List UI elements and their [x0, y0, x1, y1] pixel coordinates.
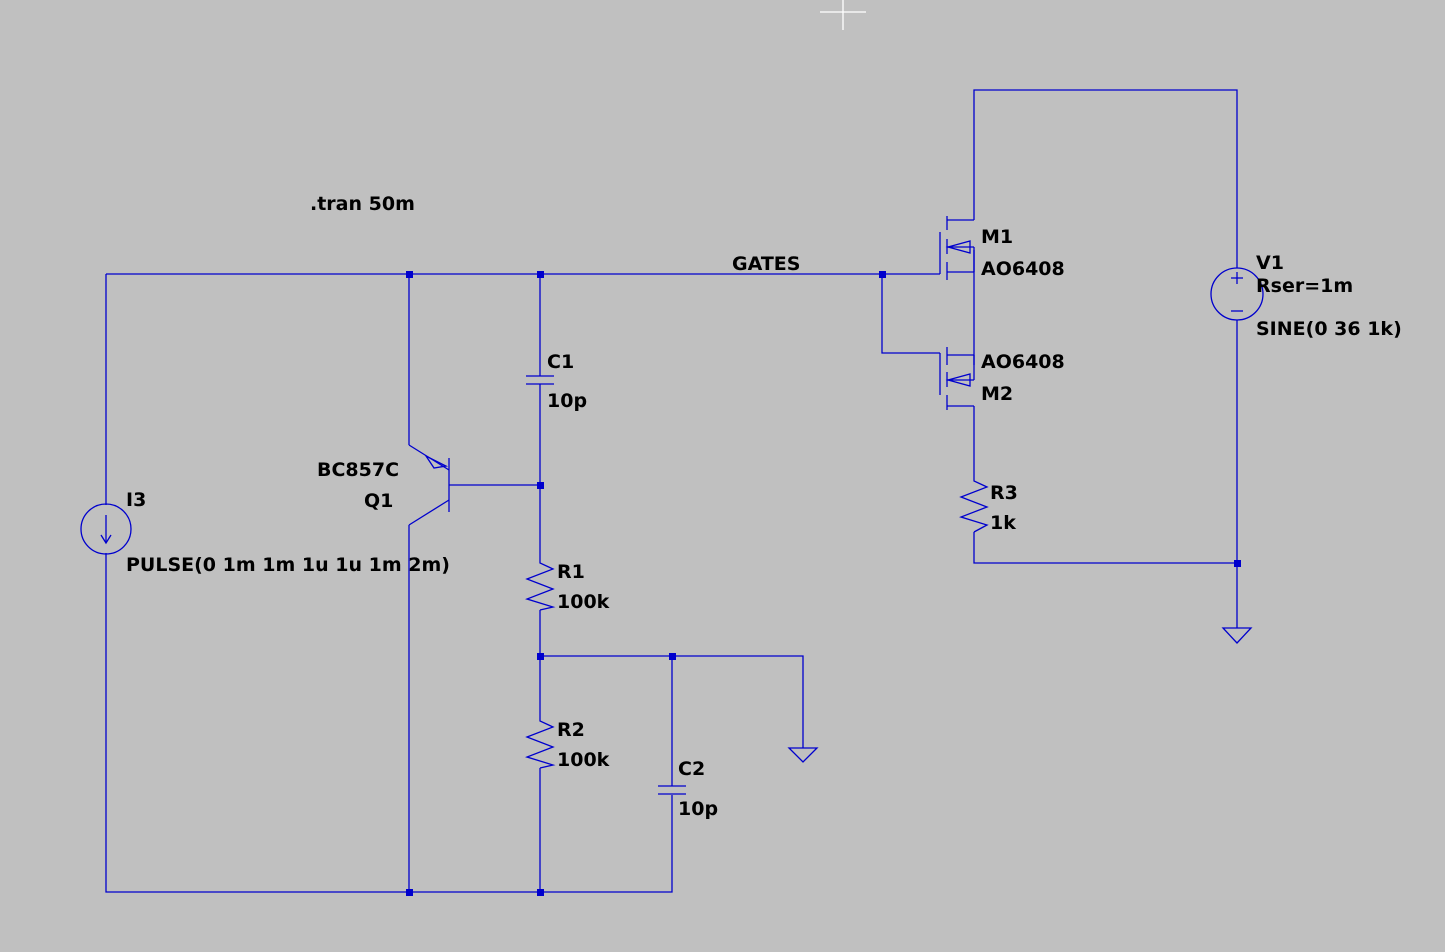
r3-value[interactable]: 1k	[990, 512, 1016, 534]
cursor-crosshair	[820, 0, 866, 30]
emitter-arrow	[424, 454, 449, 469]
c1-value[interactable]: 10p	[547, 390, 587, 412]
resistor-r2[interactable]	[525, 718, 556, 769]
net-label-gates[interactable]: GATES	[732, 253, 800, 275]
junctions	[406, 271, 1241, 896]
junction-dot	[537, 271, 544, 278]
i3-name[interactable]: I3	[126, 489, 146, 511]
r2-name[interactable]: R2	[557, 719, 585, 741]
wire[interactable]	[540, 655, 804, 748]
capacitor-c2[interactable]	[658, 785, 686, 795]
mosfet-arrow	[945, 373, 971, 387]
q1-model[interactable]: BC857C	[317, 459, 399, 481]
resistor-r3[interactable]	[959, 478, 989, 533]
r3-name[interactable]: R3	[990, 482, 1018, 504]
voltage-source-symbol[interactable]	[1210, 267, 1264, 321]
capacitor-c1[interactable]	[526, 375, 554, 385]
junction-dot	[537, 653, 544, 660]
mosfet-m1[interactable]	[939, 216, 975, 280]
i3-value[interactable]: PULSE(0 1m 1m 1u 1u 1m 2m)	[126, 554, 450, 576]
wire-bottom[interactable]	[105, 553, 673, 893]
mosfet-m2[interactable]	[939, 347, 975, 410]
m2-model[interactable]: AO6408	[981, 351, 1065, 373]
ground-icon[interactable]	[1221, 627, 1253, 644]
junction-dot	[669, 653, 676, 660]
q1-name[interactable]: Q1	[364, 490, 393, 512]
m1-model[interactable]: AO6408	[981, 258, 1065, 280]
v1-value[interactable]: SINE(0 36 1k)	[1256, 318, 1402, 340]
junction-dot	[537, 889, 544, 896]
resistor-r1[interactable]	[525, 560, 556, 611]
r1-name[interactable]: R1	[557, 561, 585, 583]
wire-top[interactable]	[973, 89, 1238, 268]
transistor-q1[interactable]	[408, 444, 450, 526]
junction-dot	[879, 271, 886, 278]
current-source-i3[interactable]	[80, 503, 132, 555]
v1-param[interactable]: Rser=1m	[1256, 275, 1353, 297]
m1-name[interactable]: M1	[981, 226, 1013, 248]
v1-name[interactable]: V1	[1256, 252, 1284, 274]
mosfet-arrow	[945, 240, 971, 254]
r2-value[interactable]: 100k	[557, 749, 610, 771]
junction-dot	[1234, 560, 1241, 567]
r1-value[interactable]: 100k	[557, 591, 610, 613]
wire[interactable]	[973, 532, 1237, 564]
junction-dot	[406, 271, 413, 278]
current-source-symbol[interactable]	[80, 503, 132, 555]
m2-name[interactable]: M2	[981, 383, 1013, 405]
wire[interactable]	[881, 274, 940, 354]
c2-name[interactable]: C2	[678, 758, 705, 780]
voltage-source-v1[interactable]	[1210, 267, 1264, 321]
c2-value[interactable]: 10p	[678, 798, 718, 820]
spice-directive[interactable]: .tran 50m	[310, 193, 415, 215]
junction-dot	[406, 889, 413, 896]
ground-icon[interactable]	[787, 747, 819, 763]
c1-name[interactable]: C1	[547, 351, 574, 373]
junction-dot	[537, 482, 544, 489]
wires[interactable]	[105, 89, 1238, 893]
